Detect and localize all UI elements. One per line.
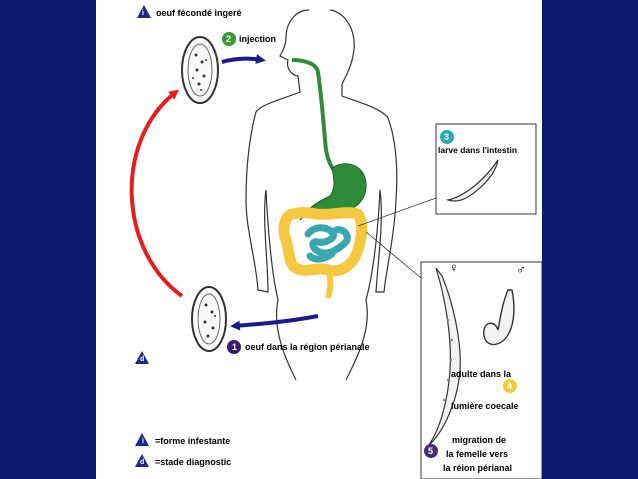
human-body-outline [245, 9, 398, 381]
egg-ingested-illustration [181, 36, 219, 104]
infective-marker-top-letter: i [142, 10, 144, 17]
adult-label-line1: adulte dans la [451, 369, 512, 379]
injection-label: injection [239, 34, 277, 44]
step3-circle [440, 130, 454, 144]
egg-ingested-label: oeuf fécondé ingeré [156, 8, 242, 18]
diagram-panel: i d i d 2 1 3 4 5 oeuf fécondé ingeré in… [96, 0, 542, 479]
step5-number: 5 [428, 446, 434, 456]
adult-label-line2: lumière coecale [451, 401, 519, 411]
cycle-arrow-red [129, 89, 184, 298]
esophagus [291, 58, 338, 174]
step3-number: 3 [444, 132, 450, 142]
legend-infective-marker-letter: i [142, 438, 144, 445]
adult-box [420, 261, 542, 479]
diagnostic-marker-letter: d [140, 356, 145, 363]
female-symbol: ♀ [449, 260, 459, 275]
migration-label-line1: migration de [452, 435, 507, 445]
legend-infective-marker [135, 433, 149, 446]
migration-label-line2: la femelle vers [446, 449, 509, 459]
larva-illustration [445, 159, 499, 202]
step1-circle [227, 340, 241, 354]
legend-diagnostic-marker-letter: d [140, 459, 145, 466]
step4-number: 4 [507, 381, 513, 391]
step2-number: 2 [226, 34, 232, 44]
male-symbol: ♂ [516, 262, 526, 277]
life-cycle-diagram [129, 5, 542, 479]
step5-circle [424, 444, 438, 458]
egg-perianal-illustration [191, 286, 227, 352]
male-worm-illustration [483, 289, 515, 346]
larva-label: larve dans l'intestin [438, 145, 518, 155]
injection-arrow [221, 54, 266, 64]
step1-number: 1 [232, 342, 238, 352]
step2-circle [222, 32, 236, 46]
legend-diagnostic-label: =stade diagnostic [155, 457, 232, 467]
infective-marker-top [137, 5, 151, 18]
colon [278, 207, 368, 277]
legend-infective-label: =forme infestante [155, 436, 231, 446]
small-intestine [304, 224, 351, 263]
egg-deposit-arrow [230, 314, 319, 331]
egg-perianal-label: oeuf dans la région périanale [245, 342, 370, 352]
migration-label-line3: la réion périanal [443, 463, 513, 473]
diagnostic-marker [135, 351, 149, 364]
legend-diagnostic-marker [135, 454, 149, 467]
step4-circle [503, 379, 517, 393]
